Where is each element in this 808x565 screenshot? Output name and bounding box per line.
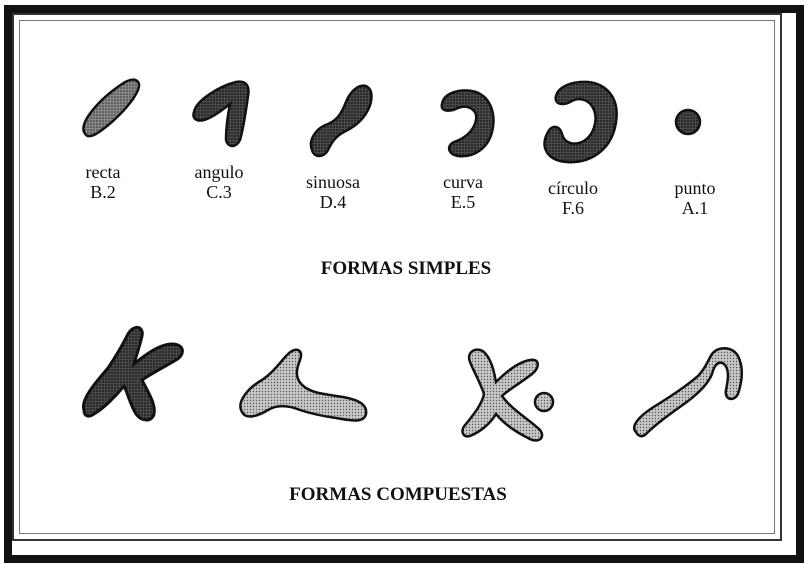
compound-shape-k-dark <box>81 326 184 422</box>
label-sinuosa: sinuosa D.4 <box>278 172 388 212</box>
curva-shape <box>440 89 495 158</box>
label-circulo: círculo F.6 <box>518 178 628 218</box>
label-recta-name: recta <box>85 162 121 182</box>
compound-dot <box>533 391 555 413</box>
label-curva-code: E.5 <box>450 192 476 212</box>
punto-shape <box>674 108 702 136</box>
heading-compound-forms: FORMAS COMPUESTAS <box>289 484 507 505</box>
inner-frame <box>12 13 782 541</box>
compound-shape-wave <box>239 348 368 422</box>
label-circulo-name: círculo <box>548 178 598 198</box>
label-circulo-code: F.6 <box>561 198 585 218</box>
label-punto: punto A.1 <box>640 178 750 218</box>
sinuosa-shape <box>309 84 373 158</box>
angulo-shape <box>192 80 250 148</box>
inner-frame-line <box>19 20 775 534</box>
label-angulo: angulo C.3 <box>164 162 274 202</box>
heading-simple-forms: FORMAS SIMPLES <box>320 258 492 279</box>
label-angulo-code: C.3 <box>206 182 232 202</box>
compound-shape-hook <box>633 347 743 438</box>
label-punto-name: punto <box>674 178 716 198</box>
label-angulo-name: angulo <box>194 162 244 182</box>
label-punto-code: A.1 <box>681 198 709 218</box>
label-curva: curva E.5 <box>408 172 518 212</box>
outer-frame <box>4 5 804 563</box>
label-recta: recta B.2 <box>48 162 158 202</box>
label-sinuosa-code: D.4 <box>319 192 347 212</box>
label-sinuosa-name: sinuosa <box>306 172 360 192</box>
compound-shape-k-light <box>461 348 544 442</box>
label-recta-code: B.2 <box>90 182 116 202</box>
circulo-shape <box>543 80 618 164</box>
label-curva-name: curva <box>443 172 483 192</box>
recta-shape <box>82 78 141 138</box>
